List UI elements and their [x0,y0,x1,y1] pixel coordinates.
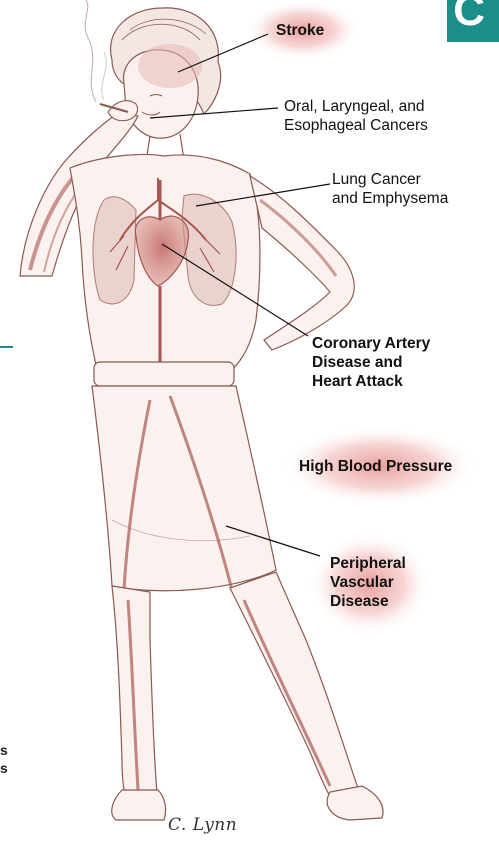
label-coronary: Coronary Artery Disease and Heart Attack [312,334,430,391]
label-high-bp: High Blood Pressure [299,457,452,476]
label-coronary-line2: Disease and [312,353,430,372]
label-pvd-line2: Vascular [330,573,406,592]
left-lung [93,197,136,304]
label-lung-line1: Lung Cancer [332,170,448,189]
label-pvd: Peripheral Vascular Disease [330,554,406,611]
skirt [92,386,276,591]
artist-signature: C. Lynn [168,815,237,835]
label-oral-cancers-line1: Oral, Laryngeal, and [284,97,428,116]
label-stroke-text: Stroke [276,21,324,40]
smoke-wisp [102,52,107,100]
label-high-bp-text: High Blood Pressure [299,457,452,476]
right-shoe [327,786,383,820]
label-oral-cancers-line2: Esophageal Cancers [284,116,428,135]
label-lung: Lung Cancer and Emphysema [332,170,448,208]
left-shoe [112,790,166,820]
label-stroke: Stroke [276,21,324,40]
label-coronary-line3: Heart Attack [312,372,430,391]
label-pvd-line1: Peripheral [330,554,406,573]
label-lung-line2: and Emphysema [332,189,448,208]
label-pvd-line3: Disease [330,592,406,611]
waistband [94,362,234,386]
left-leg [112,586,158,806]
smoke-wisp [85,0,96,102]
label-coronary-line1: Coronary Artery [312,334,430,353]
label-oral-cancers: Oral, Laryngeal, and Esophageal Cancers [284,97,428,135]
